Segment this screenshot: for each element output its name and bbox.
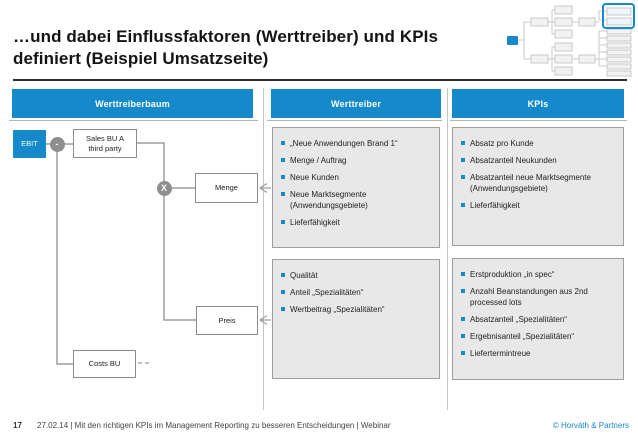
kpis-preis-list: Erstproduktion „in spec“ Anzahl Beanstan… (461, 269, 615, 359)
werttreiber-preis-list: Qualität Anteil „Spezialitäten“ Wertbeit… (281, 270, 431, 315)
left-arrow-menge (258, 182, 271, 194)
column-header-kpis: KPIs (452, 89, 624, 118)
tree-node-sales-bu-line1: Sales BU A (86, 134, 124, 143)
thumbnail-highlight-ring (602, 3, 635, 29)
list-item: Menge / Auftrag (281, 155, 431, 166)
werttreiber-menge-list: „Neue Anwendungen Brand 1“ Menge / Auftr… (281, 138, 431, 228)
list-item: Absatz pro Kunde (461, 138, 615, 149)
footer-text: 27.02.14 | Mit den richtigen KPIs im Man… (37, 421, 391, 430)
multiply-operator-icon: x (156, 180, 172, 196)
panel-werttreiber-menge: „Neue Anwendungen Brand 1“ Menge / Auftr… (272, 127, 440, 248)
list-item: Absatzanteil „Spezialitäten“ (461, 314, 615, 325)
tree-node-costs-bu: Costs BU (73, 350, 136, 378)
footer-copyright: © Horváth & Partners (552, 421, 629, 430)
panel-kpis-preis: Erstproduktion „in spec“ Anzahl Beanstan… (452, 258, 624, 380)
list-item: Liefertermintreue (461, 348, 615, 359)
header-underline-3 (450, 120, 627, 121)
list-item: Erstproduktion „in spec“ (461, 269, 615, 280)
title-divider (13, 79, 627, 81)
list-item: Wertbeitrag „Spezialitäten“ (281, 304, 431, 315)
tree-node-menge: Menge (195, 173, 258, 203)
column-divider-1 (263, 88, 264, 410)
value-driver-tree-thumbnail (507, 3, 635, 77)
list-item: Ergebnisanteil „Spezialitäten“ (461, 331, 615, 342)
bullet-icon (281, 158, 285, 162)
bullet-icon (461, 158, 465, 162)
bullet-icon (281, 307, 285, 311)
bullet-icon (461, 317, 465, 321)
list-item: Qualität (281, 270, 431, 281)
page-title-line2: definiert (Beispiel Umsatzseite) (13, 49, 269, 68)
list-item: Neue Marktsegmente (Anwendungsgebiete) (281, 189, 431, 211)
thumbnail-root-node (507, 36, 518, 45)
list-item: Lieferfähigkeit (281, 217, 431, 228)
list-item: Lieferfähigkeit (461, 200, 615, 211)
page-title: …und dabei Einflussfaktoren (Werttreiber… (13, 26, 501, 70)
kpis-menge-list: Absatz pro Kunde Absatzanteil Neukunden … (461, 138, 615, 211)
list-item: Neue Kunden (281, 172, 431, 183)
page-title-line1: …und dabei Einflussfaktoren (Werttreiber… (13, 27, 439, 46)
bullet-icon (281, 192, 285, 196)
bullet-icon (461, 289, 465, 293)
bullet-icon (281, 273, 285, 277)
left-arrow-preis (258, 314, 271, 326)
bullet-icon (281, 290, 285, 294)
list-item: Absatzanteil neue Marktsegmente (Anwendu… (461, 172, 615, 194)
list-item: Anzahl Beanstandungen aus 2nd processed … (461, 286, 615, 308)
list-item: Anteil „Spezialitäten“ (281, 287, 431, 298)
column-header-werttreiberbaum: Werttreiberbaum (12, 89, 253, 118)
tree-node-ebit: EBIT (13, 130, 46, 158)
bullet-icon (461, 141, 465, 145)
panel-werttreiber-preis: Qualität Anteil „Spezialitäten“ Wertbeit… (272, 259, 440, 379)
header-underline-1 (9, 120, 258, 121)
bullet-icon (461, 175, 465, 179)
bullet-icon (281, 220, 285, 224)
bullet-icon (281, 141, 285, 145)
bullet-icon (461, 351, 465, 355)
list-item: Absatzanteil Neukunden (461, 155, 615, 166)
page-number: 17 (13, 421, 22, 430)
column-header-werttreiber: Werttreiber (271, 89, 441, 118)
minus-operator-icon: - (49, 136, 65, 152)
bullet-icon (281, 175, 285, 179)
list-item: „Neue Anwendungen Brand 1“ (281, 138, 431, 149)
bullet-icon (461, 334, 465, 338)
tree-node-sales-bu-line2: third party (88, 143, 122, 153)
column-divider-2 (447, 88, 448, 410)
bullet-icon (461, 272, 465, 276)
tree-node-preis: Preis (196, 306, 258, 335)
header-underline-2 (267, 120, 442, 121)
bullet-icon (461, 203, 465, 207)
panel-kpis-menge: Absatz pro Kunde Absatzanteil Neukunden … (452, 127, 624, 246)
